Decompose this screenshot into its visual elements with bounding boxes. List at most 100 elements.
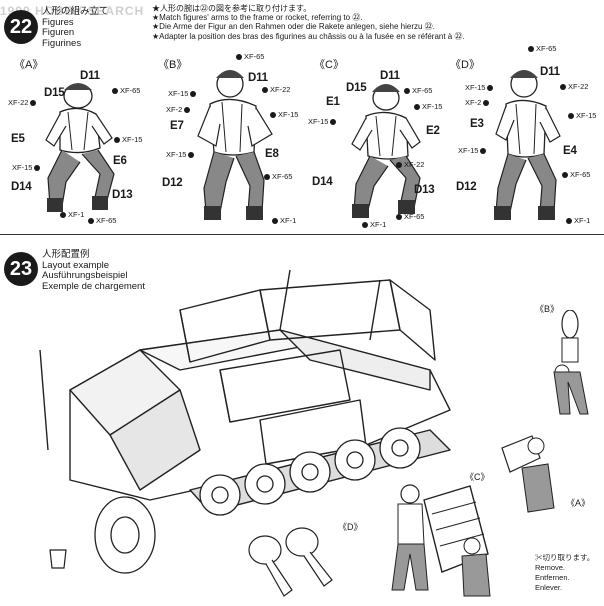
- paint-dot: [528, 45, 534, 52]
- paint-dot: [487, 84, 494, 91]
- paint-callout: XF-65: [264, 172, 292, 181]
- paint-dot: [414, 103, 420, 110]
- step-22-notes: ★人形の腕は㉒の図を参考に取り付けます。 ★Match figures' arm…: [152, 4, 602, 41]
- part-e6: E6: [113, 155, 127, 167]
- rockets-drawing: [248, 527, 333, 597]
- part-d12: D12: [162, 177, 183, 189]
- paint-callout: XF-15: [414, 102, 442, 111]
- part-e8: E8: [265, 148, 279, 160]
- paint-dot: [362, 221, 368, 228]
- callout-a: 《A》: [566, 498, 591, 508]
- note-en: ★Match figures' arms to the frame or roc…: [152, 13, 363, 23]
- paint-callout: XF-65: [404, 86, 432, 95]
- title-fr: Figurines: [42, 37, 82, 49]
- callout-d: 《D》: [338, 522, 363, 532]
- paint-dot: [262, 86, 268, 93]
- paint-dot: [568, 112, 574, 119]
- paint-callout: XF-2: [465, 98, 490, 107]
- paint-callout: XF-15: [114, 135, 142, 144]
- paint-callout: XF-22: [560, 82, 588, 91]
- part-d15: D15: [346, 82, 367, 94]
- title-en: Figures: [42, 16, 74, 28]
- paint-callout: XF-1: [272, 216, 296, 225]
- part-d14: D14: [11, 181, 32, 193]
- paint-callout: XF-65: [236, 52, 264, 61]
- callout-c: 《C》: [465, 472, 490, 482]
- paint-callout: XF-15: [12, 163, 41, 172]
- part-e3: E3: [470, 118, 484, 130]
- paint-callout: XF-65: [528, 44, 556, 53]
- part-d13: D13: [112, 189, 133, 201]
- title-de: Figuren: [42, 27, 75, 38]
- paint-callout: XF-2: [166, 105, 191, 114]
- paint-callout: XF-65: [88, 216, 116, 225]
- title-fr: Exemple de chargement: [42, 280, 145, 292]
- title-jp: 人形の組み立て: [42, 6, 109, 17]
- note-jp: ★人形の腕は㉒の図を参考に取り付けます。: [152, 4, 312, 13]
- paint-callout: XF-15: [270, 110, 298, 119]
- paint-callout: XF-15: [308, 117, 337, 126]
- remove-legend: ✂切り取ります。 Remove. Entfernen. Enlever.: [535, 553, 594, 593]
- part-d11: D11: [380, 70, 400, 82]
- paint-callout: XF-1: [60, 210, 84, 219]
- note-de: ★Die Arme der Figur an den Rahmen oder d…: [152, 22, 435, 32]
- paint-callout: XF-15: [166, 150, 195, 159]
- legend-en: Remove.: [535, 563, 566, 572]
- paint-dot: [480, 147, 487, 154]
- part-d11: D11: [540, 66, 560, 78]
- figure-b-label: 《B》: [158, 59, 188, 71]
- figure-b-drawing: [197, 70, 273, 220]
- paint-dot: [396, 161, 402, 168]
- part-d14: D14: [312, 176, 333, 188]
- paint-callout: XF-22: [8, 98, 37, 107]
- paint-dot: [236, 53, 242, 60]
- paint-dot: [566, 217, 572, 224]
- step-22-titles: 人形の組み立て Figures Figuren Figurines: [42, 6, 109, 49]
- paint-dot: [30, 99, 37, 106]
- figure-a-drawing: [45, 83, 115, 212]
- note-fr: ★Adapter la position des bras des figuri…: [152, 31, 465, 41]
- legend-jp: ✂切り取ります。: [535, 553, 595, 562]
- part-d11: D11: [80, 70, 100, 82]
- paint-callout: XF-15: [168, 89, 197, 98]
- watermark: 1999 HOBBY SEARCH: [0, 4, 145, 18]
- paint-dot: [114, 136, 120, 143]
- figure-b-layout: [553, 310, 589, 415]
- paint-callout: XF-1: [362, 220, 386, 229]
- figure-a-layout: [501, 435, 555, 513]
- figure-d-drawing: [494, 70, 561, 220]
- paint-callout: XF-65: [562, 170, 590, 179]
- figure-c-drawing: [351, 84, 421, 218]
- part-e5: E5: [11, 133, 25, 145]
- part-e4: E4: [563, 145, 577, 157]
- callout-b: 《B》: [535, 304, 560, 314]
- part-e7: E7: [170, 120, 184, 132]
- paint-dot: [264, 173, 270, 180]
- paint-dot: [188, 151, 195, 158]
- paint-dot: [330, 118, 337, 125]
- part-e2: E2: [426, 125, 440, 137]
- paint-dot: [396, 213, 402, 220]
- paint-callout: XF-1: [566, 216, 590, 225]
- paint-dot: [562, 171, 568, 178]
- part-d15: D15: [44, 87, 65, 99]
- part-d12: D12: [456, 181, 477, 193]
- paint-dot: [560, 83, 566, 90]
- paint-callout: XF-15: [568, 111, 596, 120]
- paint-callout: XF-65: [396, 212, 424, 221]
- step-22-badge: 22: [4, 10, 38, 44]
- section-divider: [0, 234, 604, 235]
- step-23-titles: 人形配置例 Layout example Ausführungsbeispiel…: [42, 249, 145, 292]
- legend-fr: Enlever.: [535, 583, 563, 592]
- part-d13: D13: [414, 184, 435, 196]
- paint-callout: XF-65: [112, 86, 140, 95]
- paint-dot: [88, 217, 94, 224]
- step-23-badge: 23: [4, 252, 38, 286]
- paint-dot: [190, 90, 197, 97]
- paint-dot: [483, 99, 490, 106]
- paint-callout: XF-22: [262, 85, 290, 94]
- paint-callout: XF-22: [396, 160, 424, 169]
- part-d11: D11: [248, 72, 268, 84]
- halftrack-drawing: [39, 269, 451, 574]
- paint-dot: [184, 106, 191, 113]
